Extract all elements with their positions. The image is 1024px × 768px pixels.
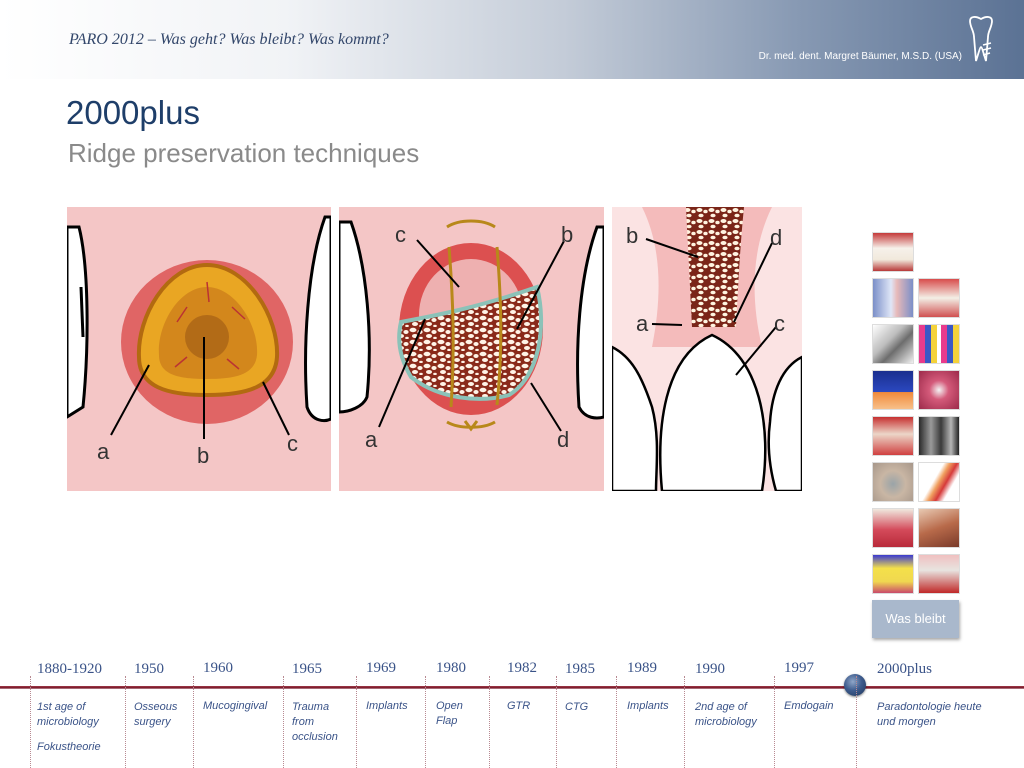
timeline-era-label: Paradontologie heute und morgen (877, 701, 982, 728)
label-c: c (287, 431, 298, 456)
timeline-era-label: Osseous surgery (134, 701, 178, 728)
label-b: b (561, 222, 573, 247)
thumbnail-implant-diagram[interactable] (872, 278, 914, 318)
timeline-year: 1880-1920 (37, 661, 102, 677)
timeline-year: 1980 (436, 660, 466, 676)
slide-title: 2000plus (66, 94, 200, 131)
thumbnail-surgery-photo[interactable] (918, 370, 960, 410)
timeline-era-label: GTR (507, 700, 531, 712)
timeline-divider (616, 676, 617, 768)
thumbnail-colored-chart[interactable] (918, 324, 960, 364)
timeline-year: 1965 (292, 661, 322, 677)
thumbnail-emdogain-model[interactable] (872, 554, 914, 594)
tooth-logo-icon (969, 16, 993, 62)
timeline-era-label: 2nd age of microbiology (695, 701, 757, 728)
label-b: b (626, 223, 638, 248)
label-c: c (395, 222, 406, 247)
header-banner: PARO 2012 – Was geht? Was bleibt? Was ko… (0, 0, 1024, 79)
label-a: a (365, 427, 378, 452)
timeline-year: 1969 (366, 660, 396, 676)
timeline-divider (30, 676, 31, 768)
label-d: d (557, 427, 569, 452)
timeline-divider (856, 676, 857, 768)
timeline-era-label: Emdogain (784, 700, 834, 712)
thumbnail-probe-instrument[interactable] (872, 324, 914, 364)
thumbnail-strip (872, 232, 964, 596)
thumbnail-implant-photo[interactable] (918, 554, 960, 594)
label-a: a (636, 311, 649, 336)
figure-panel-extraction-socket: a b c (67, 207, 331, 491)
thumbnail-gums-photo[interactable] (918, 278, 960, 318)
thumbnail-flap-surgery[interactable] (918, 508, 960, 548)
thumbnail-radiograph[interactable] (918, 416, 960, 456)
label-c: c (774, 311, 785, 336)
timeline-year: 1960 (203, 660, 233, 676)
label-d: d (770, 225, 782, 250)
timeline-era-label: Trauma from occlusion (292, 701, 338, 743)
conference-title: PARO 2012 – Was geht? Was bleibt? Was ko… (69, 31, 389, 48)
timeline-divider (489, 676, 490, 768)
timeline-current-marker (844, 674, 866, 696)
timeline-era-label: Mucogingival (203, 700, 268, 712)
timeline-era-label: Implants (627, 700, 669, 712)
timeline-year: 1982 (507, 660, 537, 676)
timeline-divider (556, 676, 557, 768)
timeline-divider (283, 676, 284, 768)
thumbnail-smile-photo[interactable] (872, 232, 914, 272)
label-a: a (97, 439, 110, 464)
thumbnail-xray-bar[interactable] (872, 370, 914, 410)
thumbnail-inflamed-gums[interactable] (872, 416, 914, 456)
figure-panel-graft-socket: a b c d (339, 207, 604, 491)
timeline-era-label: Implants (366, 700, 408, 712)
was-bleibt-button[interactable]: Was bleibt (872, 600, 959, 638)
author-name: Dr. med. dent. Margret Bäumer, M.S.D. (U… (758, 51, 962, 62)
slide-subtitle: Ridge preservation techniques (68, 138, 420, 168)
thumbnail-tooth-section[interactable] (918, 462, 960, 502)
timeline-line (0, 686, 1024, 689)
thumbnail-defect-photo[interactable] (872, 508, 914, 548)
timeline-divider (684, 676, 685, 768)
timeline-divider (425, 676, 426, 768)
timeline-divider (125, 676, 126, 768)
timeline-year: 2000plus (877, 661, 933, 677)
timeline-era-note: Fokustheorie (37, 741, 101, 753)
timeline-era-label: Open Flap (436, 700, 463, 727)
timeline-year: 1985 (565, 661, 595, 677)
figure-panel-ridge-section: b a c d (612, 207, 802, 491)
timeline-divider (193, 676, 194, 768)
timeline-divider (356, 676, 357, 768)
timeline-era-label: CTG (565, 701, 589, 713)
timeline-divider (774, 676, 775, 768)
timeline-year: 1950 (134, 661, 164, 677)
thumbnail-occlusal-view[interactable] (872, 462, 914, 502)
timeline-year: 1997 (784, 660, 814, 676)
timeline-era-label: 1st age of microbiology (37, 701, 99, 728)
label-b: b (197, 443, 209, 468)
timeline-year: 1989 (627, 660, 657, 676)
timeline-year: 1990 (695, 661, 725, 677)
